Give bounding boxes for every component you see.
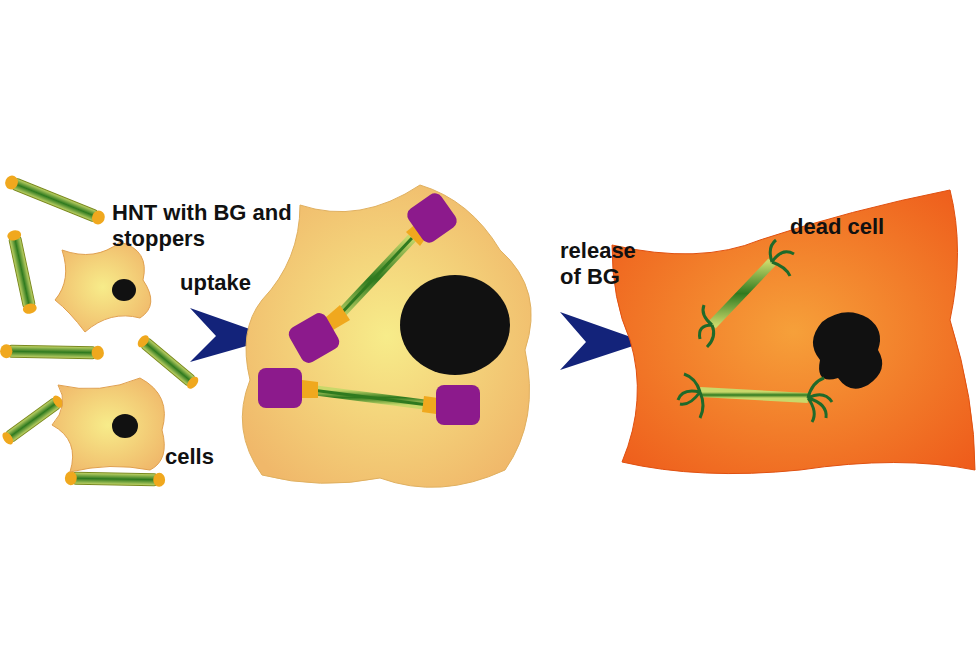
- nucleus: [112, 414, 138, 438]
- nucleus: [112, 279, 136, 301]
- nanotube: [3, 174, 107, 227]
- step-label: uptake: [180, 270, 251, 296]
- nanotube: [65, 471, 166, 487]
- cell: [52, 378, 164, 472]
- caption-label: dead cell: [790, 214, 884, 240]
- nanotube: [0, 344, 104, 360]
- cell: [242, 185, 531, 487]
- nanotube: [286, 190, 460, 366]
- cell: [55, 242, 151, 332]
- step-label: release of BG: [560, 238, 652, 291]
- dead-cell: [612, 190, 975, 474]
- nanotube: [258, 368, 480, 425]
- nanotube: [6, 229, 37, 315]
- nucleus: [400, 275, 510, 375]
- caption-label: HNT with BG and stoppers: [112, 200, 292, 253]
- caption-label: cells: [165, 444, 214, 470]
- nanotube: [678, 240, 832, 422]
